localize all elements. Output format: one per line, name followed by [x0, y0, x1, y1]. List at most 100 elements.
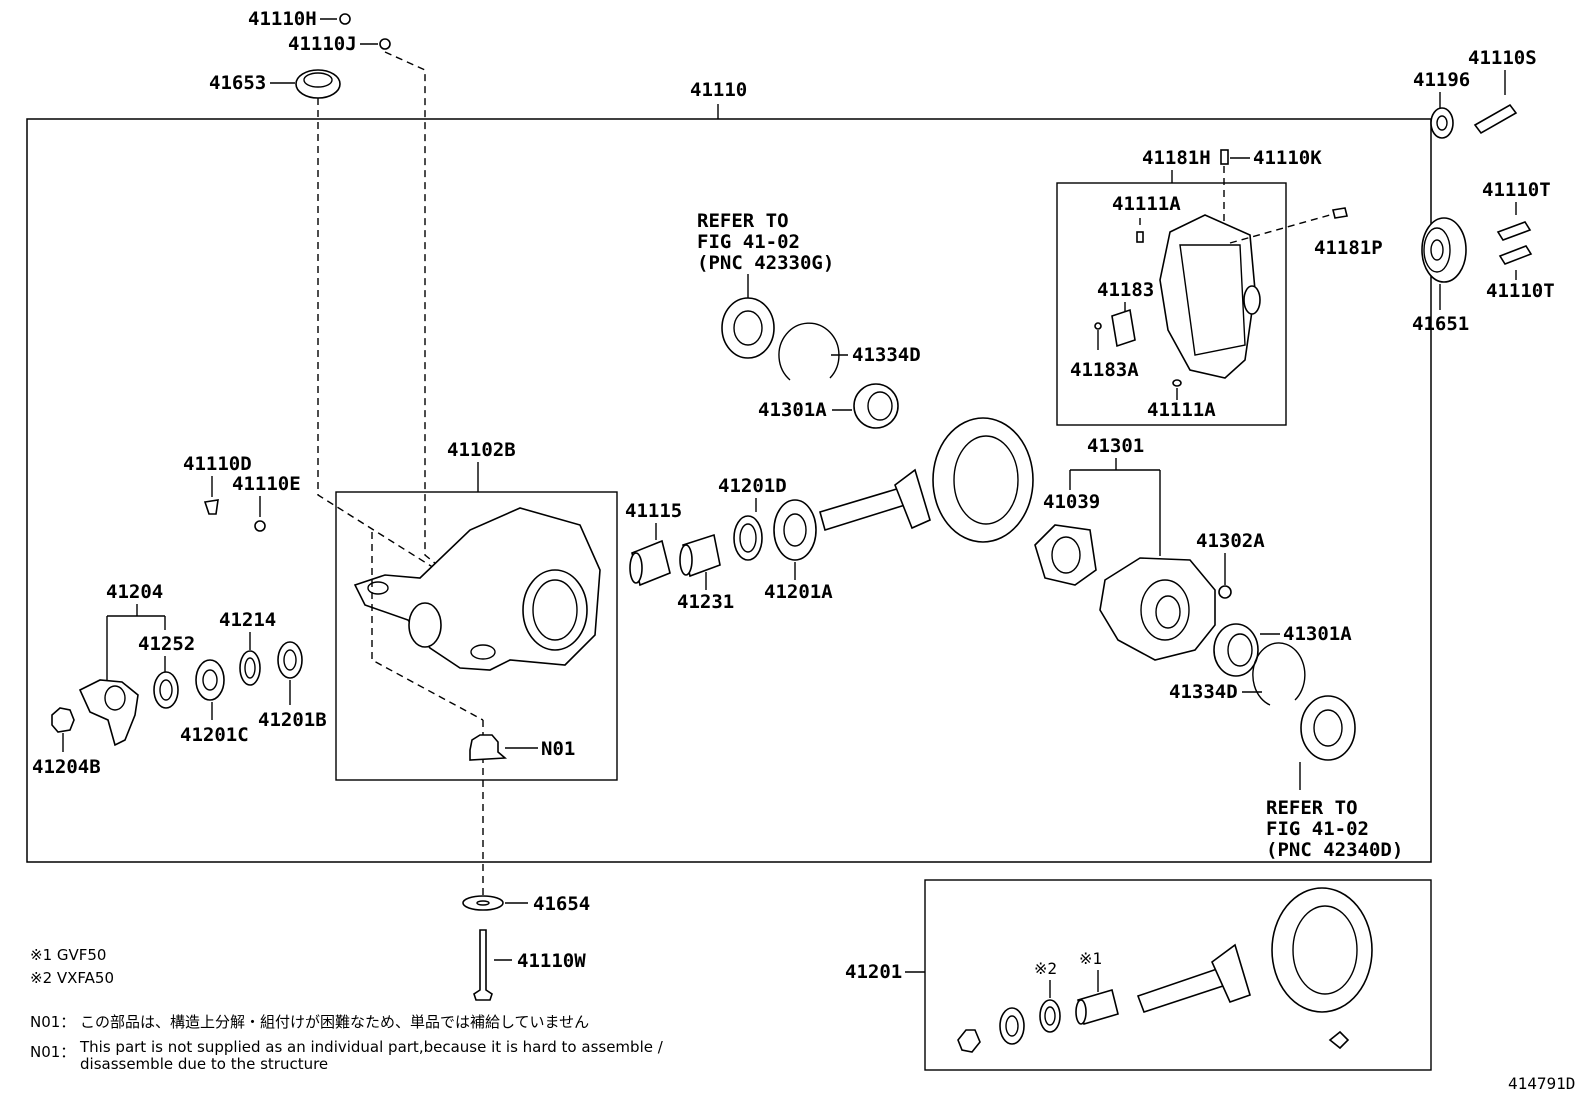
gear-set-frame-41201 — [924, 879, 1432, 1071]
part-41110T-bolt-top[interactable] — [1496, 221, 1532, 241]
gearset-spacer-2 — [1039, 999, 1061, 1033]
label-41110K[interactable]: 41110K — [1253, 147, 1322, 169]
note-jp-text: この部品は、構造上分解・組付けが困難なため、単品では補給していません — [80, 1013, 589, 1031]
label-41196[interactable]: 41196 — [1413, 69, 1470, 91]
part-41110S-bolt[interactable] — [1473, 103, 1518, 135]
carrier-frame-41102B — [335, 491, 618, 781]
label-41111A-bot[interactable]: 41111A — [1147, 399, 1216, 421]
label-41039[interactable]: 41039 — [1043, 491, 1100, 513]
refer-bottom-line3: (PNC 42340D) — [1266, 839, 1403, 861]
label-41110T-top[interactable]: 41110T — [1482, 179, 1551, 201]
part-41110K[interactable] — [1220, 149, 1229, 165]
part-41196-bearing[interactable] — [1430, 107, 1454, 139]
label-41110E[interactable]: 41110E — [232, 473, 301, 495]
note-variant-2: ※2 VXFA50 — [30, 969, 114, 987]
label-41651[interactable]: 41651 — [1412, 313, 1469, 335]
mark-2: ※2 — [1034, 959, 1057, 978]
label-41181P[interactable]: 41181P — [1314, 237, 1383, 259]
part-41334D-snapring-bot[interactable] — [1252, 642, 1306, 706]
label-41201C[interactable]: 41201C — [180, 724, 249, 746]
label-41653[interactable]: 41653 — [209, 72, 266, 94]
part-cover-plate[interactable] — [1159, 214, 1256, 379]
part-oil-seal-top[interactable] — [721, 297, 775, 359]
label-41183A[interactable]: 41183A — [1070, 359, 1139, 381]
note-en-line2: disassemble due to the structure — [80, 1055, 328, 1073]
label-41201D[interactable]: 41201D — [718, 475, 787, 497]
part-41201D[interactable] — [733, 515, 763, 561]
label-41110S[interactable]: 41110S — [1468, 47, 1537, 69]
part-41201A-bearing[interactable] — [773, 499, 817, 561]
label-41204[interactable]: 41204 — [106, 581, 163, 603]
mark-1: ※1 — [1079, 949, 1102, 968]
part-41653-mount[interactable] — [295, 69, 341, 99]
part-41201B-bearing[interactable] — [277, 641, 303, 679]
refer-bottom-line2: FIG 41-02 — [1266, 818, 1369, 840]
part-41181P[interactable] — [1332, 207, 1348, 219]
part-41111A-pin-bot[interactable] — [1172, 379, 1182, 387]
refer-top-line2: FIG 41-02 — [697, 231, 800, 253]
refer-top-line3: (PNC 42330G) — [697, 252, 834, 274]
part-oil-seal-bot[interactable] — [1300, 695, 1356, 761]
label-41102B[interactable]: 41102B — [447, 439, 516, 461]
note-jp-label: N01： — [30, 1013, 75, 1031]
label-41183[interactable]: 41183 — [1097, 279, 1154, 301]
part-41183-plate[interactable] — [1111, 308, 1136, 348]
part-41110E[interactable] — [254, 520, 266, 532]
part-41110D[interactable] — [203, 499, 219, 515]
gearset-nut — [957, 1029, 981, 1053]
part-41334D-snapring-top[interactable] — [778, 322, 840, 381]
part-41110H[interactable] — [339, 13, 351, 25]
note-variant-1: ※1 GVF50 — [30, 946, 106, 964]
refer-top-line1: REFER TO — [697, 210, 789, 232]
label-41301A-bot[interactable]: 41301A — [1283, 623, 1352, 645]
part-diff-case[interactable] — [1099, 557, 1216, 661]
label-41110D[interactable]: 41110D — [183, 453, 252, 475]
gearset-bearing — [999, 1007, 1025, 1045]
part-41183A[interactable] — [1094, 322, 1102, 330]
label-41110[interactable]: 41110 — [690, 79, 747, 101]
part-41214[interactable] — [239, 650, 261, 686]
label-41201B[interactable]: 41201B — [258, 709, 327, 731]
label-41110W[interactable]: 41110W — [517, 950, 586, 972]
part-41039-spider[interactable] — [1034, 524, 1097, 586]
label-41231[interactable]: 41231 — [677, 591, 734, 613]
note-en-line1: This part is not supplied as an individu… — [79, 1038, 664, 1056]
figure-id: 414791D — [1508, 1074, 1575, 1093]
part-41201C-bearing[interactable] — [195, 659, 225, 701]
label-41334D-bot[interactable]: 41334D — [1169, 681, 1238, 703]
label-41204B[interactable]: 41204B — [32, 756, 101, 778]
label-41334D-top[interactable]: 41334D — [852, 344, 921, 366]
part-41654-washer[interactable] — [462, 895, 504, 911]
label-41302A[interactable]: 41302A — [1196, 530, 1265, 552]
part-drive-pinion[interactable] — [819, 487, 906, 532]
label-41115[interactable]: 41115 — [625, 500, 682, 522]
part-41110J[interactable] — [379, 38, 391, 50]
part-41111A-pin-top[interactable] — [1136, 231, 1144, 243]
label-41201[interactable]: 41201 — [845, 961, 902, 983]
label-41110H[interactable]: 41110H — [248, 8, 317, 30]
part-41651-mount[interactable] — [1421, 217, 1467, 283]
label-41181H[interactable]: 41181H — [1142, 147, 1211, 169]
label-N01[interactable]: N01 — [541, 738, 575, 760]
part-41110W-bolt[interactable] — [473, 929, 493, 1001]
label-41654[interactable]: 41654 — [533, 893, 590, 915]
label-41301[interactable]: 41301 — [1087, 435, 1144, 457]
label-41110T-bot[interactable]: 41110T — [1486, 280, 1555, 302]
note-en-label: N01： — [30, 1043, 75, 1061]
label-41110J[interactable]: 41110J — [288, 33, 357, 55]
part-41204B-nut[interactable] — [51, 707, 75, 733]
label-41111A-top[interactable]: 41111A — [1112, 193, 1181, 215]
label-41301A-top[interactable]: 41301A — [758, 399, 827, 421]
part-41110T-bolt-bot[interactable] — [1498, 245, 1533, 265]
label-41214[interactable]: 41214 — [219, 609, 276, 631]
part-41252[interactable] — [153, 671, 179, 709]
part-41302A[interactable] — [1218, 585, 1232, 599]
part-N01-bushing[interactable] — [469, 734, 508, 761]
label-41252[interactable]: 41252 — [138, 633, 195, 655]
assembly-frame-41110 — [26, 118, 1432, 863]
part-41204-flange[interactable] — [78, 679, 139, 747]
gearset-pinion — [1136, 966, 1228, 1014]
label-41201A[interactable]: 41201A — [764, 581, 833, 603]
